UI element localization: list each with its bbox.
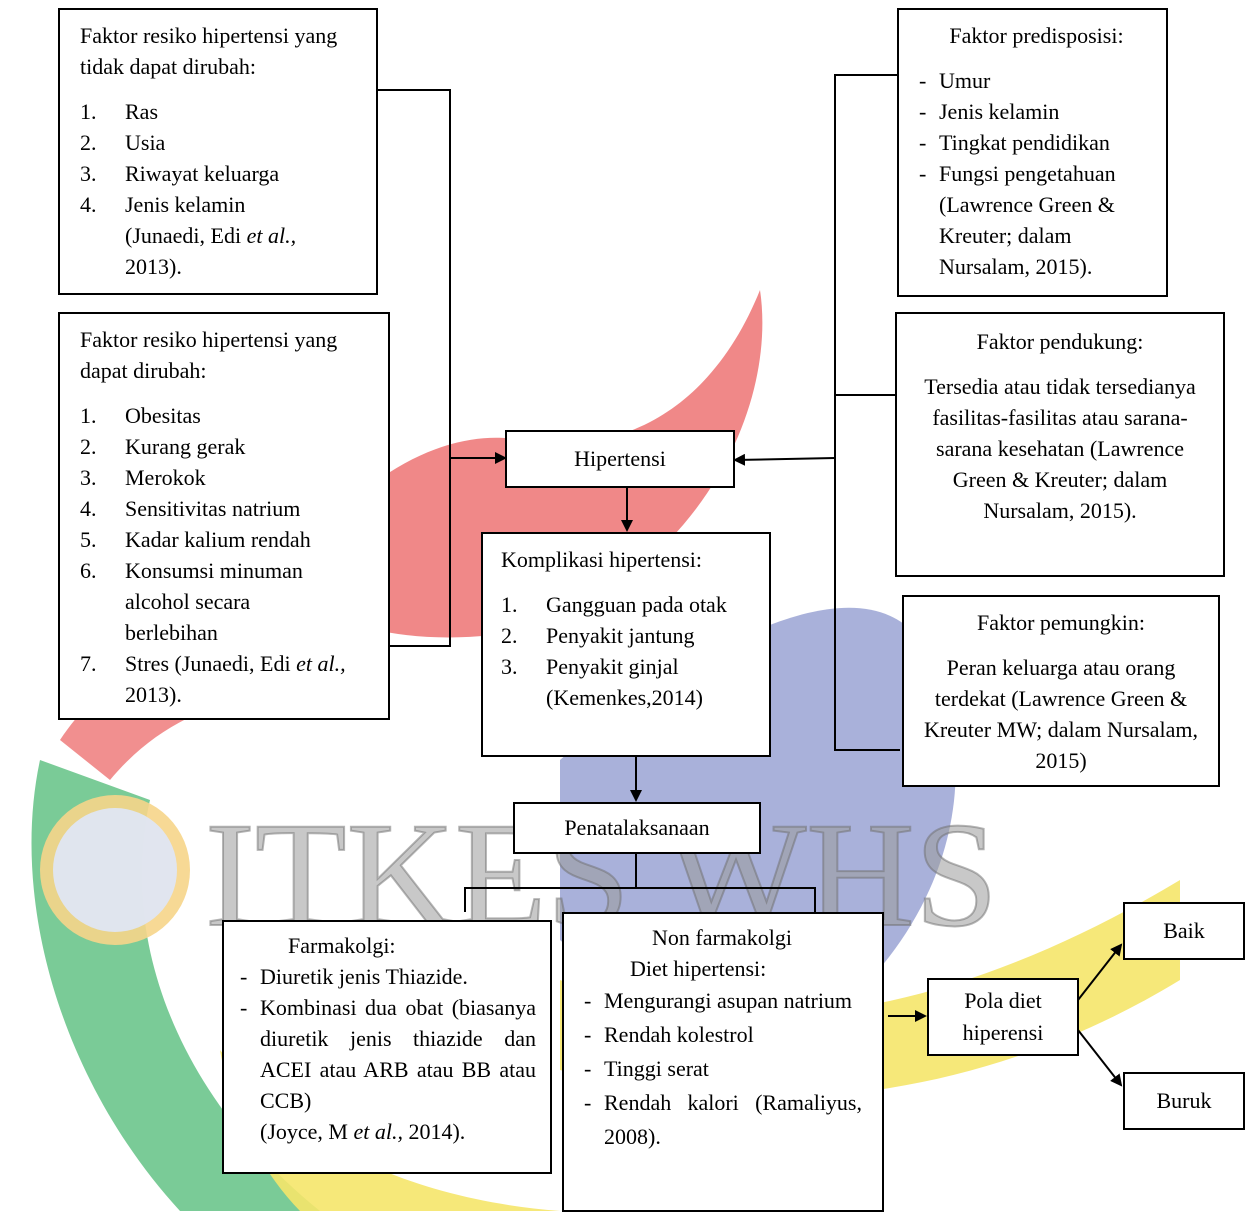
predisposing-box: Faktor predisposisi: Umur Jenis kelamin … [897,8,1168,297]
list-item: 3.Merokok [80,465,206,490]
list-item: 4.Sensitivitas natrium [80,496,301,521]
watermark-globe [53,808,177,932]
supporting-box: Faktor pendukung: Tersedia atau tidak te… [895,312,1225,577]
enabling-body: Peran keluarga atau orang terdekat (Lawr… [923,655,1199,773]
list-item: Tingkat pendidikan [917,127,1156,158]
list-item: 5.Kadar kalium rendah [80,527,311,552]
outcome-bad-node: Buruk [1123,1072,1245,1130]
risk-changeable-list: 1.Obesitas 2.Kurang gerak 3.Merokok 4.Se… [80,400,376,710]
list-item: 1.Ras [80,99,158,124]
complications-list: 1.Gangguan pada otak 2.Penyakit jantung … [501,589,759,713]
list-item: 3.Riwayat keluarga [80,161,280,186]
predisposing-title: Faktor predisposisi: [949,23,1124,48]
citation: (Joyce, M et al., 2014). [260,1119,466,1144]
hypertension-node: Hipertensi [505,430,735,488]
risk-changeable-title: Faktor resiko hipertensi yang dapat diru… [80,327,338,383]
list-item: Umur [917,65,1156,96]
non-pharmacological-title: Non farmakolgi [652,925,792,950]
list-item: 2.Usia [80,130,166,155]
list-item: Mengurangi asupan natrium [582,984,862,1018]
enabling-box: Faktor pemungkin: Peran keluarga atau or… [902,595,1220,787]
pharmacological-title: Farmakolgi: [288,933,396,958]
list-item: 7.Stres (Junaedi, Edi et al., 2013). [80,651,346,707]
diet-list: Mengurangi asupan natrium Rendah kolestr… [582,984,862,1154]
risk-changeable-box: Faktor resiko hipertensi yang dapat diru… [58,312,390,720]
supporting-title: Faktor pendukung: [976,329,1144,354]
list-item: 1.Gangguan pada otak [501,592,727,617]
list-item: Diuretik jenis Thiazide. [238,961,536,992]
citation: (Junaedi, Edi et al., 2013). [125,223,297,279]
list-item: 4.Jenis kelamin [80,192,246,217]
pharmacological-box: Farmakolgi: Diuretik jenis Thiazide. Kom… [222,920,552,1174]
supporting-body: Tersedia atau tidak tersedianya fasilita… [924,374,1196,523]
non-pharmacological-subtitle: Diet hipertensi: [630,956,767,981]
list-item: 6.Konsumsi minuman alcohol secara berleb… [80,558,303,645]
list-item: Fungsi pengetahuan (Lawrence Green & Kre… [917,158,1156,282]
list-item: 1.Obesitas [80,403,201,428]
diet-pattern-node: Pola diet hiperensi [927,978,1079,1056]
non-pharmacological-box: Non farmakolgi Diet hipertensi: Menguran… [562,912,884,1212]
risk-unchangeable-title: Faktor resiko hipertensi yang tidak dapa… [80,23,338,79]
pharmacological-list: Diuretik jenis Thiazide. Kombinasi dua o… [238,961,536,1147]
complications-box: Komplikasi hipertensi: 1.Gangguan pada o… [481,532,771,757]
risk-unchangeable-list: 1.Ras 2.Usia 3.Riwayat keluarga 4.Jenis … [80,96,364,220]
list-item: Rendah kolestrol [582,1018,862,1052]
list-item: 2.Penyakit jantung [501,623,695,648]
list-item: Kombinasi dua obat (biasanya diuretik je… [238,992,536,1147]
complications-title: Komplikasi hipertensi: [501,547,703,572]
risk-unchangeable-box: Faktor resiko hipertensi yang tidak dapa… [58,8,378,295]
list-item: Tinggi serat [582,1052,862,1086]
outcome-good-node: Baik [1123,902,1245,960]
list-item: 3.Penyakit ginjal (Kemenkes,2014) [501,654,704,710]
list-item: Jenis kelamin [917,96,1156,127]
management-node: Penatalaksanaan [513,802,761,854]
predisposing-list: Umur Jenis kelamin Tingkat pendidikan Fu… [917,65,1156,282]
list-item: 2.Kurang gerak [80,434,246,459]
enabling-title: Faktor pemungkin: [976,610,1146,635]
list-item: Rendah kalori (Ramaliyus, 2008). [582,1086,862,1154]
